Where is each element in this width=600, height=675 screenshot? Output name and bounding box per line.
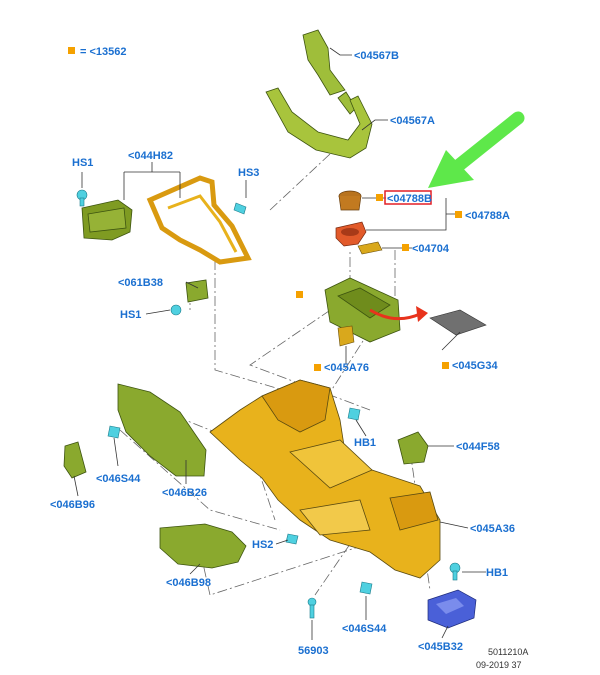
label-045a36: <045A36 [470,523,515,535]
cup-holder-clip [357,241,383,255]
upper-trim-panel [302,29,357,115]
console-mat [429,309,487,336]
label-04788b: <04788B [387,193,432,205]
label-hb1-top: HB1 [354,437,376,449]
cup-holder-insert [338,190,362,211]
screw-hs2-icon [285,533,299,545]
orange-markers [296,194,462,371]
screw-046s44-bot-icon [359,581,373,595]
label-hs2: HS2 [252,539,273,551]
label-hs3: HS3 [238,167,259,179]
label-045g34: <045G34 [452,360,498,372]
label-046b26: <046B26 [162,487,207,499]
label-04567b: <04567B [354,50,399,62]
label-04567a: <04567A [390,115,435,127]
label-061b38: <061B38 [118,277,163,289]
rear-panel-046b98 [159,523,247,569]
label-04704: <04704 [412,243,450,255]
storage-tray [324,277,401,343]
label-046s44-bot: <046S44 [342,623,387,635]
fasteners [76,189,461,619]
label-045a76: <045A76 [324,362,369,374]
red-curved-arrow-icon [369,308,421,321]
clip-061b38 [185,279,209,303]
label-hs1-mid: HS1 [120,309,141,321]
small-bracket-045a76 [337,325,355,347]
label-hb1-bot: HB1 [486,567,508,579]
cup-holder-ring [335,221,367,247]
legend-text: = <13562 [80,46,127,58]
label-04788a: <04788A [465,210,510,222]
screw-56903-icon [307,597,317,619]
footer-code: 5011210A [488,647,528,657]
label-046b96: <046B96 [50,499,95,511]
label-046b98: <046B98 [166,577,211,589]
screw-hs3-icon [233,202,247,215]
screw-hb1-bot-icon [449,562,461,581]
label-046s44-left: <046S44 [96,473,141,485]
footer-date: 09-2019 37 [476,660,522,670]
bezel-frame [146,175,252,265]
leader-lines [73,47,486,640]
label-044h82: <044H82 [128,150,173,162]
green-pointer-arrow-icon [428,111,525,188]
label-56903: 56903 [298,645,329,657]
shifter-bezel-trim [265,87,373,159]
label-hs1-top: HS1 [72,157,93,169]
bracket-045b32 [427,589,477,629]
side-cover-046b96 [63,441,87,479]
label-045b32: <045B32 [418,641,463,653]
legend: = <13562 [68,46,127,58]
center-console-body [209,379,441,579]
screw-046s44-left-icon [107,425,121,439]
vent-grille [81,199,133,241]
screw-hb1-top-icon [347,407,361,421]
label-044f58: <044F58 [456,441,500,453]
legend-square-icon [68,47,75,54]
bracket-044f58 [397,431,429,465]
side-panel-046b26 [117,383,207,477]
screw-hs1-mid-icon [170,304,182,316]
highlight-box [384,190,432,205]
screw-hs1-top-icon [76,189,88,207]
